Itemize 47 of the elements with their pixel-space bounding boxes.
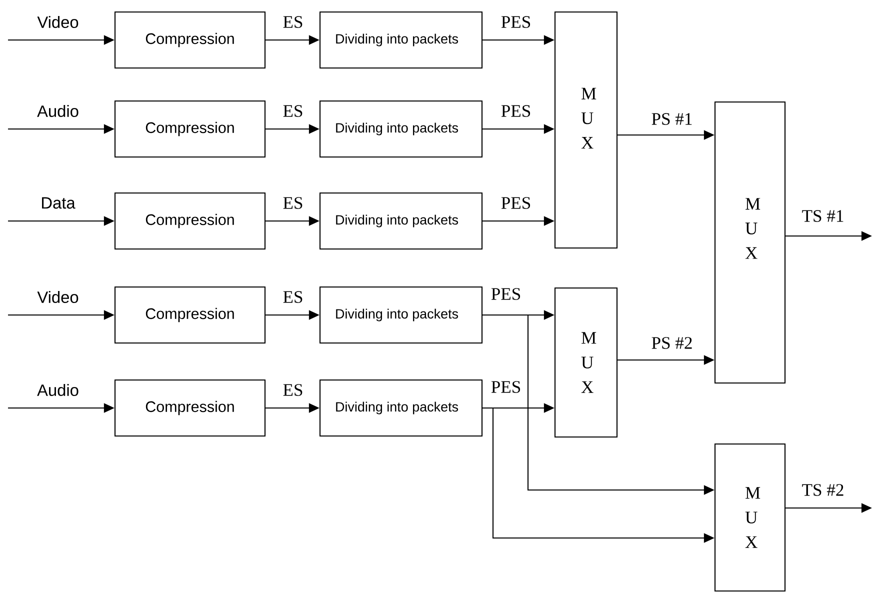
edge-label: ES [282, 104, 304, 118]
edge-label: ES [282, 14, 304, 30]
edge-label: PS #2 [650, 336, 694, 350]
edge-label: Data [40, 196, 76, 210]
edge-label: PS #1 [650, 112, 694, 126]
node-label: Dividing into packets [336, 122, 458, 136]
node-label: Dividing into packets [336, 214, 458, 228]
edge-label: PES [490, 380, 522, 394]
process-box [319, 11, 483, 69]
process-box [114, 286, 266, 344]
process-box [319, 100, 483, 158]
node-label: Compression [146, 122, 234, 136]
edge-label: Video [36, 14, 80, 30]
process-box [114, 100, 266, 158]
node-label: Dividing into packets [336, 402, 458, 414]
edge-label: PES [500, 196, 532, 210]
node-label: M U X [581, 88, 596, 149]
node-label: Dividing into packets [336, 34, 458, 46]
node-label: M U X [745, 198, 760, 259]
node-label: M U X [745, 487, 760, 548]
process-box [114, 11, 266, 69]
multiplexer-box [554, 287, 618, 438]
node-label: Compression [146, 308, 234, 322]
edge-label: ES [282, 290, 304, 304]
process-box [319, 286, 483, 344]
node-label: Compression [146, 400, 234, 416]
edge-label: Audio [36, 104, 80, 118]
edge-label: TS #1 [800, 208, 846, 224]
edge-label: Video [36, 290, 80, 304]
edge-label: TS #2 [800, 482, 846, 498]
process-box [319, 379, 483, 437]
edge-label: PES [500, 14, 532, 30]
node-label: M U X [581, 332, 596, 393]
edge-label: PES [490, 286, 522, 302]
process-box [114, 192, 266, 250]
process-box [319, 192, 483, 250]
edge-label: Audio [36, 382, 80, 398]
edge-label: ES [282, 196, 304, 210]
multiplexer-box [554, 11, 618, 249]
process-box [114, 379, 266, 437]
edge-label: ES [282, 382, 304, 398]
multiplexer-box [714, 101, 786, 384]
multiplexer-box [714, 443, 786, 592]
node-label: Dividing into packets [336, 308, 458, 322]
node-label: Compression [146, 32, 234, 48]
node-label: Compression [146, 214, 234, 228]
edge-label: PES [500, 104, 532, 118]
